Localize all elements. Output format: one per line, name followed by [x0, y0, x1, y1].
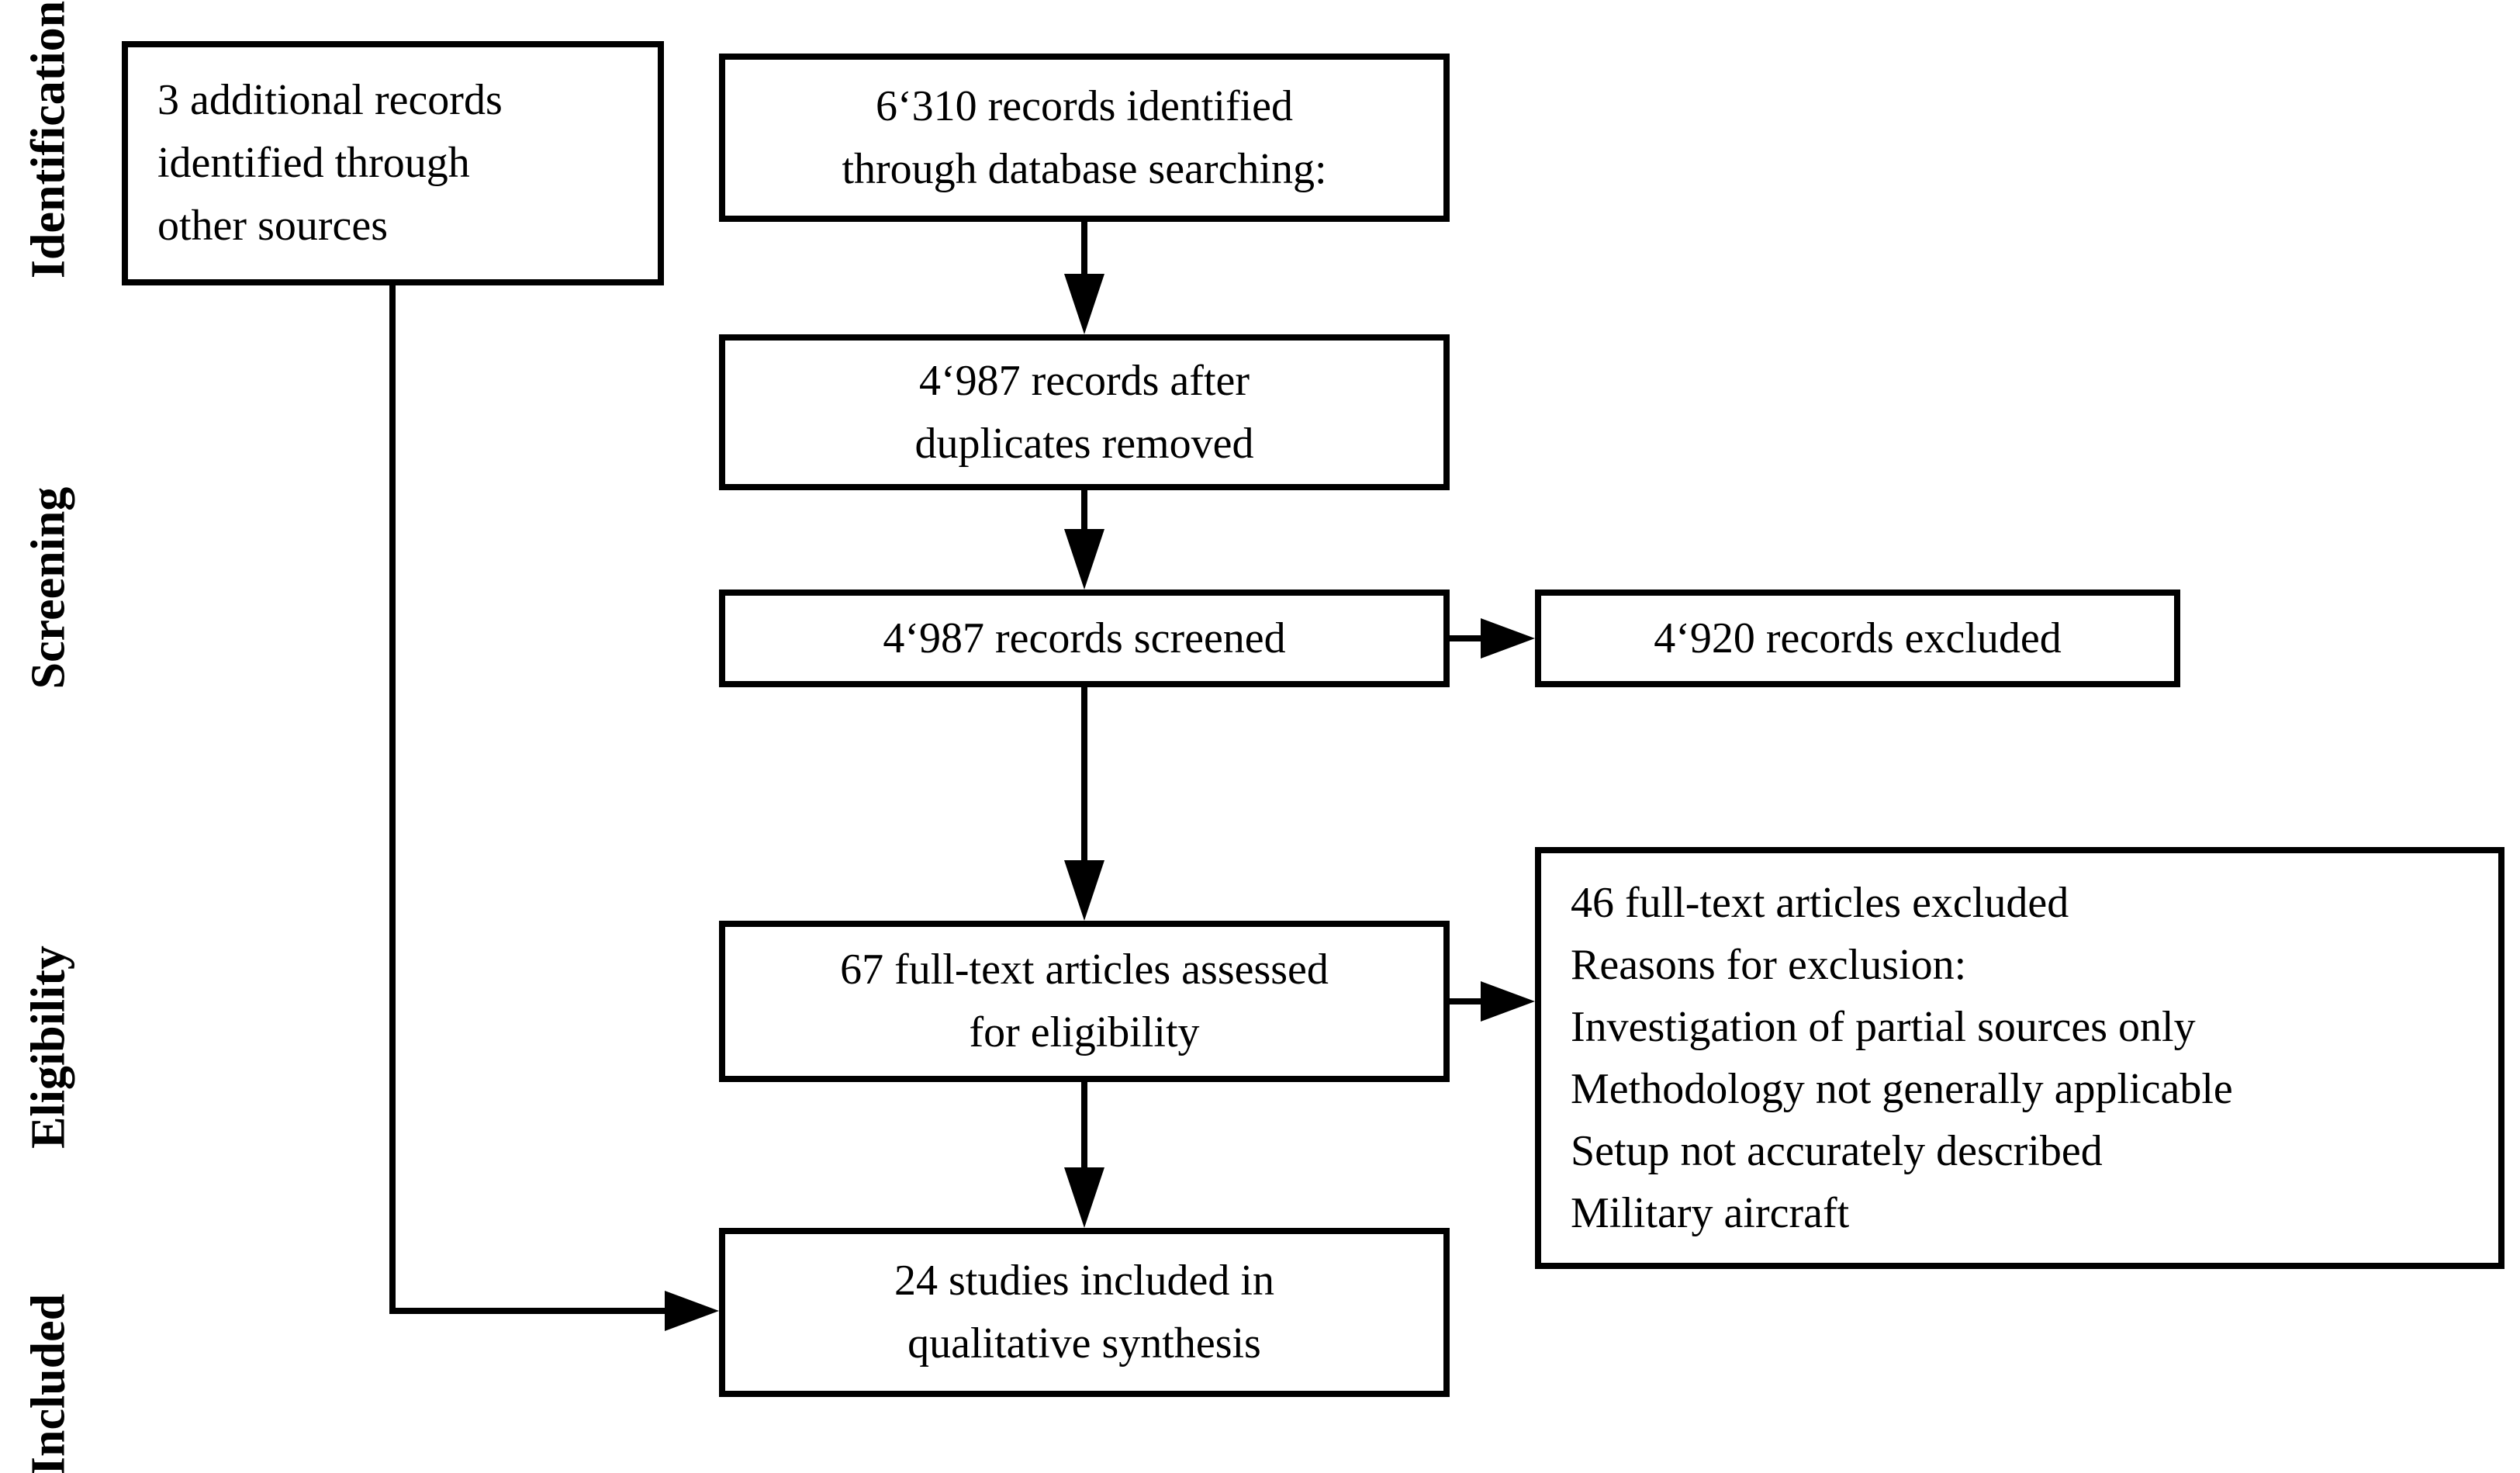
box-text-line: identified through	[157, 139, 470, 187]
arrow-duplicates-to-screened-line	[1081, 489, 1087, 534]
box-text-line: 4‘987 records screened	[883, 614, 1286, 662]
box-text-line: 6‘310 records identified	[875, 81, 1294, 130]
stage-label-included: Included	[22, 1293, 75, 1473]
box-text-line: Military aircraft	[1571, 1189, 1850, 1237]
box-text-line: other sources	[157, 202, 389, 250]
stage-label-eligibility: Eligibility	[22, 946, 75, 1149]
arrow-screened-to-excluded-line	[1449, 635, 1488, 641]
arrow-right-icon	[665, 1291, 719, 1331]
arrow-down-icon	[1064, 529, 1104, 590]
box-text-line: Setup not accurately described	[1571, 1127, 2103, 1175]
arrow-down-icon	[1064, 1167, 1104, 1228]
arrow-down-icon	[1064, 274, 1104, 334]
box-after-duplicates: 4‘987 records after duplicates removed	[719, 334, 1450, 490]
box-text-line: Reasons for exclusion:	[1571, 941, 1967, 989]
box-text-line: 46 full-text articles excluded	[1571, 879, 2069, 927]
box-records-excluded: 4‘920 records excluded	[1535, 590, 2180, 687]
box-text-line: qualitative synthesis	[907, 1319, 1261, 1368]
box-fulltext-assessed: 67 full-text articles assessed for eligi…	[719, 921, 1450, 1082]
box-text-line: 4‘987 records after	[918, 356, 1250, 405]
box-additional-records: 3 additional records identified through …	[122, 41, 664, 285]
box-text-line: 24 studies included in	[894, 1257, 1274, 1305]
box-text-line: for eligibility	[969, 1008, 1200, 1056]
box-text-line: 3 additional records	[157, 76, 503, 124]
stage-label-screening: Screening	[22, 486, 75, 690]
arrow-screened-to-fulltext-line	[1081, 687, 1087, 866]
arrow-fulltext-to-included-line	[1081, 1081, 1087, 1174]
arrow-right-icon	[1481, 618, 1535, 659]
box-fulltext-excluded-reasons: 46 full-text articles excluded Reasons f…	[1535, 847, 2504, 1269]
box-text-line: Methodology not generally applicable	[1571, 1065, 2233, 1113]
arrow-fulltext-to-reasons-line	[1449, 998, 1488, 1004]
box-text-line: 4‘920 records excluded	[1654, 614, 2062, 662]
elbow-arrow-horizontal-segment	[389, 1308, 669, 1314]
box-text-line: 67 full-text articles assessed	[840, 946, 1329, 994]
box-records-identified: 6‘310 records identified through databas…	[719, 54, 1450, 222]
box-records-screened: 4‘987 records screened	[719, 590, 1450, 687]
stage-label-identification: Identification	[22, 0, 75, 279]
box-text-line: through database searching:	[842, 144, 1327, 193]
elbow-arrow-vertical-segment	[389, 283, 396, 1314]
box-text-line: Investigation of partial sources only	[1571, 1003, 2196, 1051]
arrow-right-icon	[1481, 981, 1535, 1022]
box-text-line: duplicates removed	[914, 419, 1254, 468]
box-studies-included: 24 studies included in qualitative synth…	[719, 1228, 1450, 1397]
arrow-identified-to-duplicates-line	[1081, 221, 1087, 279]
arrow-down-icon	[1064, 860, 1104, 921]
